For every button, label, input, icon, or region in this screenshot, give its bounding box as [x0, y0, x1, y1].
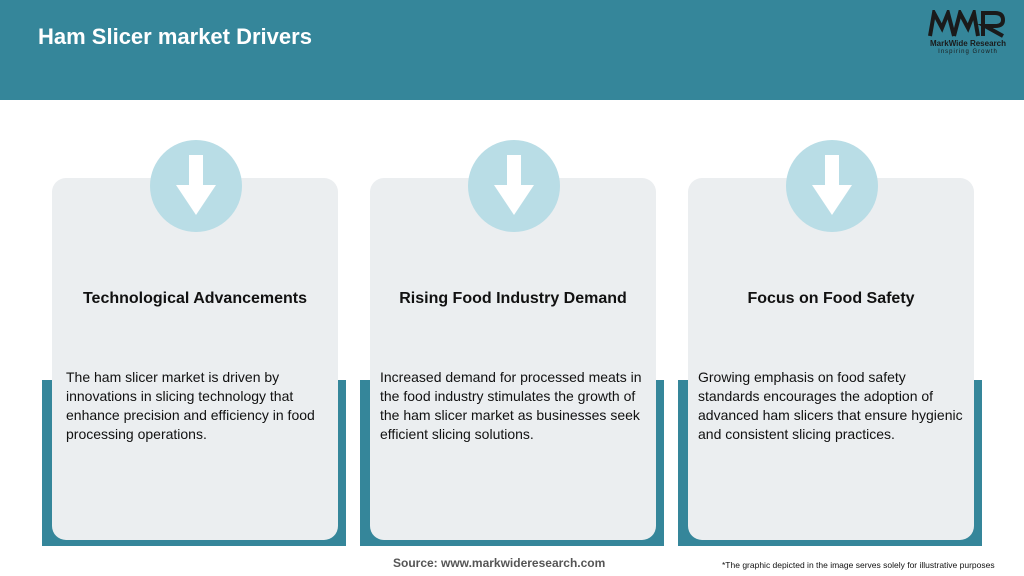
source-text: Source: www.markwideresearch.com [393, 556, 606, 570]
card-title: Rising Food Industry Demand [399, 290, 627, 307]
mwr-logo-icon [928, 10, 1006, 38]
card-description: Increased demand for processed meats in … [380, 369, 642, 442]
brand-logo: MarkWide Research Inspiring Growth [922, 10, 1014, 58]
driver-card: Rising Food Industry Demand Increased de… [360, 140, 674, 550]
arrow-down-icon [468, 140, 560, 232]
card-title: Focus on Food Safety [747, 290, 915, 307]
card-panel: Rising Food Industry Demand Increased de… [370, 178, 656, 540]
card-title: Technological Advancements [82, 290, 308, 307]
logo-name: MarkWide Research [930, 39, 1006, 48]
page-title: Ham Slicer market Drivers [38, 24, 312, 49]
logo-tagline: Inspiring Growth [938, 49, 998, 55]
arrow-down-icon [150, 140, 242, 232]
driver-card: Focus on Food Safety Growing emphasis on… [678, 140, 992, 550]
driver-card: Technological Advancements The ham slice… [42, 140, 356, 550]
card-description: The ham slicer market is driven by innov… [66, 369, 315, 442]
card-panel: Technological Advancements The ham slice… [52, 178, 338, 540]
disclaimer-text: *The graphic depicted in the image serve… [722, 560, 995, 570]
header-banner: Ham Slicer market Drivers MarkWide Resea… [0, 0, 1024, 100]
card-description: Growing emphasis on food safety standard… [698, 369, 963, 442]
arrow-down-icon [786, 140, 878, 232]
card-panel: Focus on Food Safety Growing emphasis on… [688, 178, 974, 540]
